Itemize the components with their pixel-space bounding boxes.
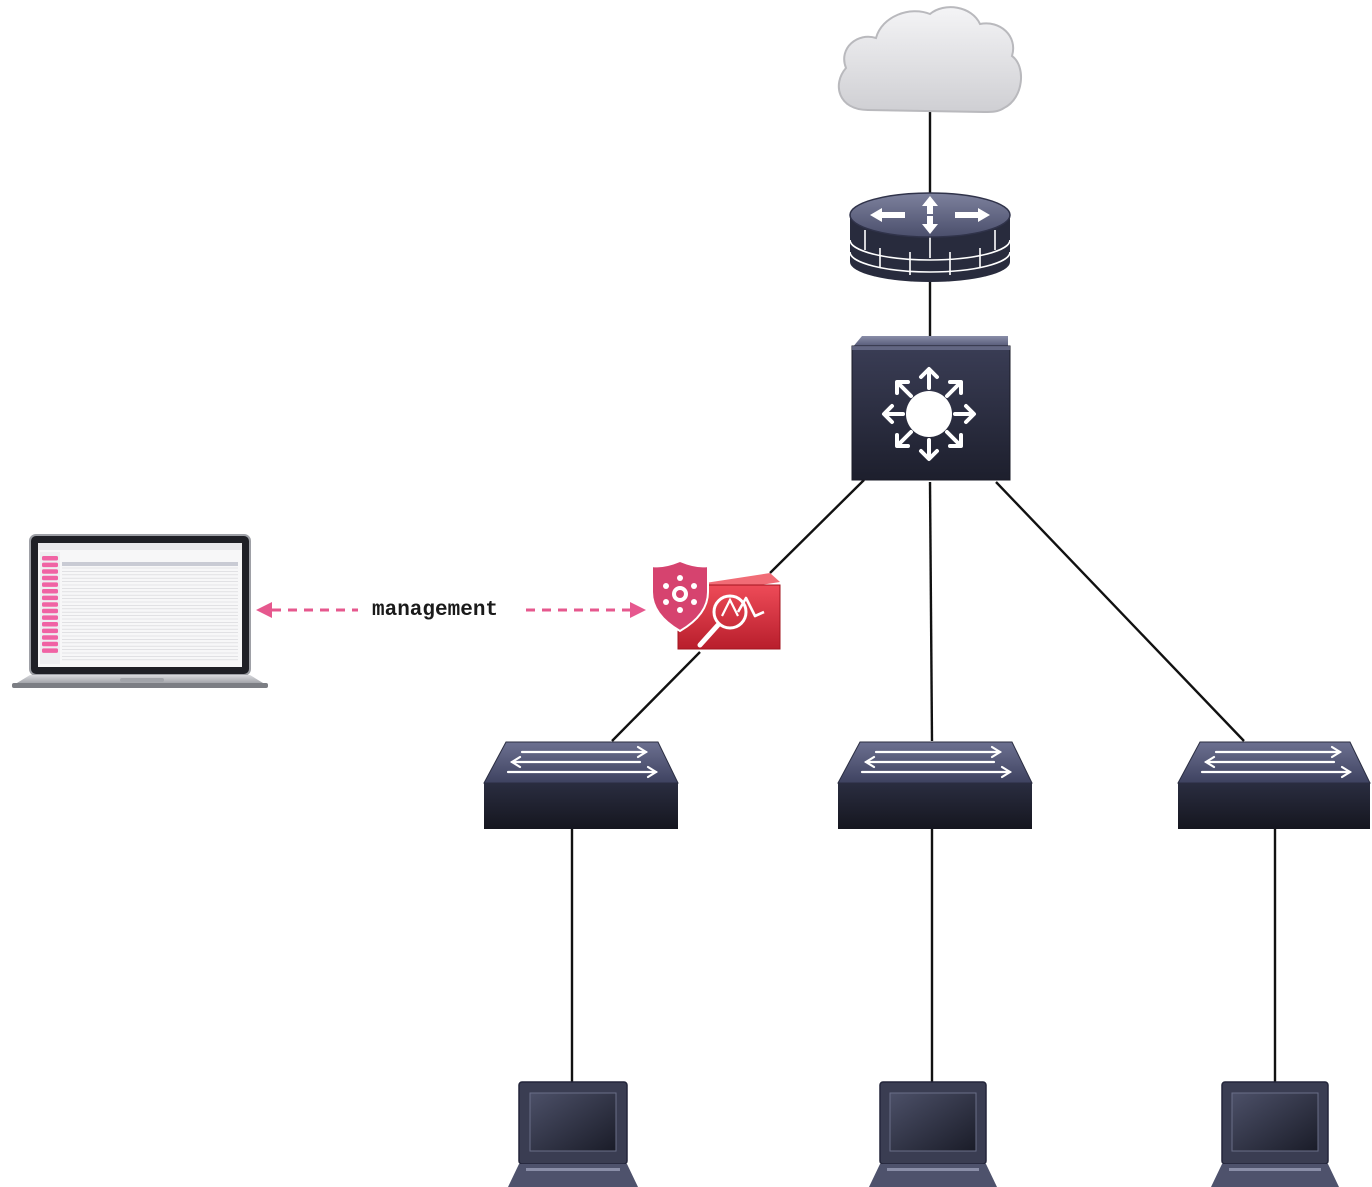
link-analyzer-switch1 xyxy=(611,651,701,742)
laptop-screen-icon[interactable] xyxy=(12,534,268,688)
management-label: management xyxy=(372,599,499,622)
laptop-icon[interactable] xyxy=(508,1081,638,1187)
screen-sidebar-tab xyxy=(42,641,58,647)
laptop-icon[interactable] xyxy=(1211,1081,1339,1187)
firewall-router-icon[interactable] xyxy=(849,192,1011,282)
screen-sidebar-tab xyxy=(42,569,58,574)
screen-sidebar-tab xyxy=(42,595,58,601)
screen-sidebar-tab xyxy=(42,582,58,587)
workgroup-switch-icon[interactable] xyxy=(483,741,679,829)
screen-sidebar-tab xyxy=(42,622,58,627)
link-core-analyzer xyxy=(769,479,865,574)
link-core-switch2 xyxy=(928,481,934,742)
screen-sidebar-tab xyxy=(42,602,58,607)
screen-sidebar-tab xyxy=(42,556,58,561)
network-analyzer-icon[interactable] xyxy=(651,559,781,650)
screen-sidebar-tab xyxy=(42,648,58,653)
management-arrow xyxy=(256,602,646,618)
screen-sidebar-tab xyxy=(42,635,58,640)
laptop-icon[interactable] xyxy=(869,1081,997,1187)
cloud-icon[interactable] xyxy=(837,6,1023,114)
screen-sidebar-tab xyxy=(42,608,58,614)
screen-sidebar-tab xyxy=(42,589,58,594)
screen-sidebar-tab xyxy=(42,628,58,634)
layer3-switch-icon[interactable] xyxy=(851,336,1011,481)
screen-sidebar-tab xyxy=(42,562,58,568)
workgroup-switch-icon[interactable] xyxy=(837,741,1033,829)
arrowhead-left xyxy=(256,602,272,618)
screen-sidebar-tab xyxy=(42,615,58,620)
workgroup-switch-icon[interactable] xyxy=(1177,741,1371,829)
links xyxy=(570,110,1277,1082)
arrowhead-right xyxy=(630,602,646,618)
screen-sidebar-tab xyxy=(42,575,58,581)
link-core-switch3 xyxy=(995,481,1245,742)
